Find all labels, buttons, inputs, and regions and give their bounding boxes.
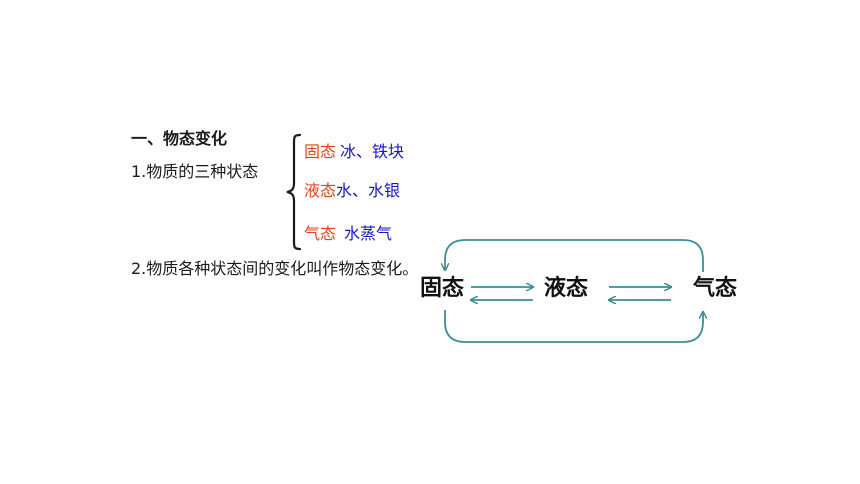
diagram-node-liquid: 液态 xyxy=(544,276,589,301)
state-row-gas: 气态水蒸气 xyxy=(304,222,392,246)
state-change-diagram xyxy=(405,239,725,343)
curly-brace xyxy=(286,133,302,251)
diagram-node-gas: 气态 xyxy=(693,276,738,301)
diagram-node-solid: 固态 xyxy=(420,276,465,301)
arrow-solid-to-gas xyxy=(444,310,703,343)
state-row-liquid: 液态水、水银 xyxy=(304,179,400,203)
arrow-gas-to-solid xyxy=(445,239,704,272)
state-examples-gas: 水蒸气 xyxy=(344,224,393,243)
state-row-solid: 固态冰、铁块 xyxy=(304,140,404,164)
state-examples-liquid: 水、水银 xyxy=(336,181,401,200)
state-name-gas: 气态 xyxy=(304,224,337,243)
state-name-liquid: 液态 xyxy=(304,181,337,200)
point-two-text: 2.物质各种状态间的变化叫作物态变化。 xyxy=(131,259,419,278)
state-examples-solid: 冰、铁块 xyxy=(340,142,405,161)
point-one-text: 1.物质的三种状态 xyxy=(131,162,259,181)
state-name-solid: 固态 xyxy=(304,142,337,161)
section-title: 一、物态变化 xyxy=(131,129,228,148)
